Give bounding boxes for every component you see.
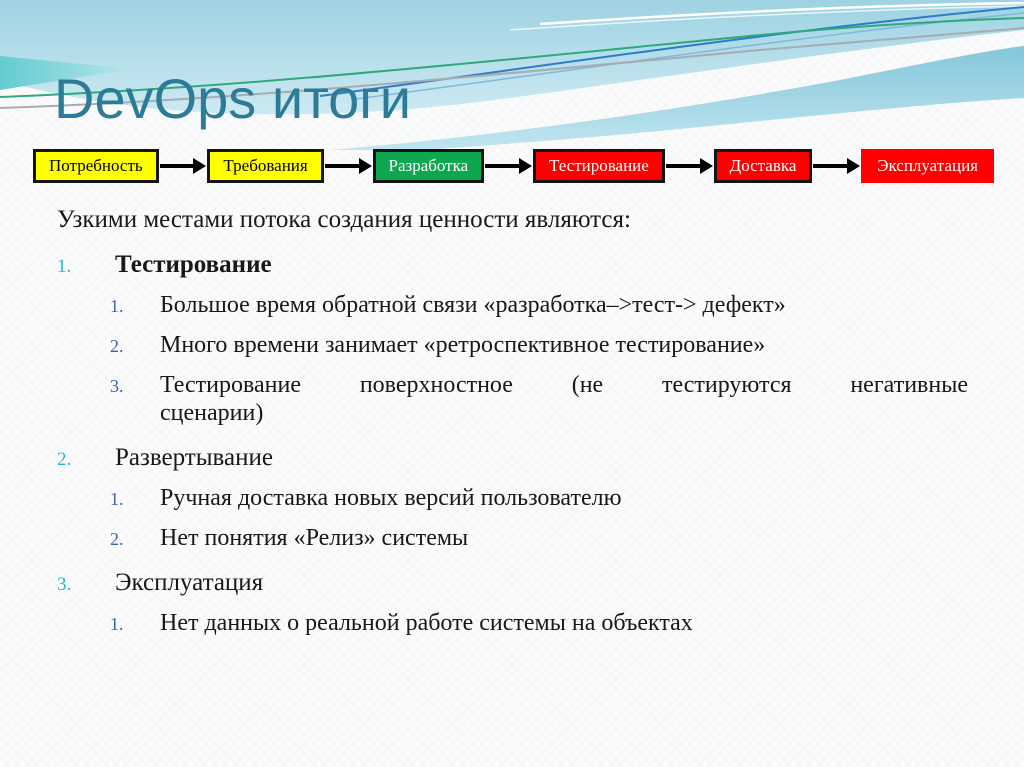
list-subitem-text-line2: сценарии) (160, 400, 264, 427)
list-number: 2. (110, 336, 124, 357)
flow-arrow (813, 149, 861, 183)
list-number: 1. (57, 256, 72, 277)
list-subitem: 1. Ручная доставка новых версий пользова… (57, 484, 968, 512)
list-item: 2. Развертывание (57, 443, 968, 472)
list-subitem-text-line1: Тестирование поверхностное (не тестируют… (160, 372, 968, 399)
list-subitem: 2. Нет понятия «Релиз» системы (57, 524, 968, 552)
flow-arrow (665, 149, 713, 183)
slide-body: Узкими местами потока создания ценности … (57, 205, 968, 638)
list-number: 3. (110, 376, 124, 397)
list-subitem-text: Тестирование поверхностное (не тестируют… (160, 371, 968, 427)
flow-step-dostavka: Доставка (713, 149, 813, 183)
list-subitem: 1. Нет данных о реальной работе системы … (57, 609, 968, 637)
flow-step-potrebnost: Потребность (33, 149, 159, 183)
list-subitem-text: Нет понятия «Релиз» системы (160, 525, 469, 552)
header-wave-graphic (0, 0, 1024, 150)
list-number: 1. (110, 489, 124, 510)
list-item: 1. Тестирование (57, 250, 968, 279)
list-item-label: Развертывание (115, 444, 273, 472)
list-number: 3. (57, 574, 72, 596)
list-subitem-text: Ручная доставка новых версий пользовател… (160, 485, 622, 512)
value-stream-diagram: Потребность Требования Разработка Тестир… (33, 149, 994, 183)
flow-step-testirovanie: Тестирование (532, 149, 665, 183)
list-subitem: 1. Большое время обратной связи «разрабо… (57, 291, 968, 319)
slide-title: DevOps итоги (54, 67, 411, 130)
flow-arrow (324, 149, 372, 183)
list-item: 3. Эксплуатация (57, 568, 968, 597)
flow-arrow (159, 149, 207, 183)
list-item-label: Эксплуатация (115, 569, 264, 597)
list-number: 1. (110, 614, 124, 635)
flow-arrow (485, 149, 532, 183)
flow-step-trebovaniya: Требования (207, 149, 324, 183)
list-subitem: 2. Много времени занимает «ретроспективн… (57, 331, 968, 359)
flow-step-ekspluatatsiya: Эксплуатация (861, 149, 994, 183)
list-subitem-text: Нет данных о реальной работе системы на … (160, 610, 693, 637)
list-subitem-text: Большое время обратной связи «разработка… (160, 292, 786, 318)
list-number: 2. (110, 529, 124, 550)
list-number: 2. (57, 449, 72, 471)
list-number: 1. (110, 296, 124, 316)
list-subitem: 3. Тестирование поверхностное (не тестир… (57, 371, 968, 427)
flow-step-razrabotka: Разработка (372, 149, 485, 183)
intro-text: Узкими местами потока создания ценности … (57, 206, 631, 233)
list-subitem-text: Много времени занимает «ретроспективное … (160, 332, 766, 359)
list-item-label: Тестирование (115, 251, 272, 278)
